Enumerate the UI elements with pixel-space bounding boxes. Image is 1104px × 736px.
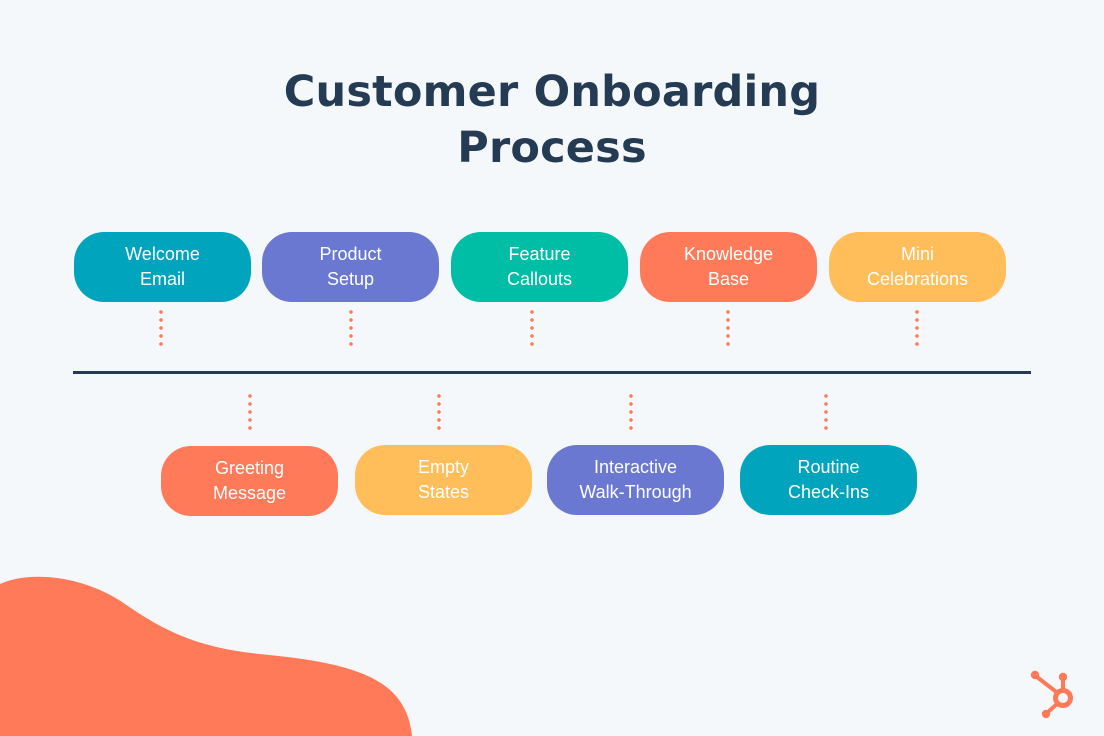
step-label-line1: Knowledge: [683, 244, 774, 264]
step-label-line2: Setup: [326, 269, 375, 289]
connector-dots: [629, 392, 633, 432]
title-line-1: Customer Onboarding: [283, 67, 821, 117]
connector-dots: [248, 392, 252, 432]
step-knowledge-base: Knowledge Base: [640, 232, 817, 302]
step-label-line1: Routine: [797, 457, 860, 477]
step-label-line1: Mini: [900, 244, 934, 264]
connector-dots: [437, 392, 441, 432]
step-greeting-message: Greeting Message: [161, 446, 338, 516]
connector-dots: [915, 308, 919, 348]
step-label-line2: Celebrations: [866, 269, 969, 289]
step-label-line1: Feature: [508, 244, 571, 264]
connector-dots: [824, 392, 828, 432]
step-interactive-walk-through: Interactive Walk-Through: [547, 445, 724, 515]
step-product-setup: Product Setup: [262, 232, 439, 302]
step-routine-check-ins: Routine Check-Ins: [740, 445, 917, 515]
step-mini-celebrations: Mini Celebrations: [829, 232, 1006, 302]
step-label-line2: Base: [707, 269, 750, 289]
step-welcome-email: Welcome Email: [74, 232, 251, 302]
connector-dots: [726, 308, 730, 348]
step-label-line2: Message: [212, 483, 287, 503]
step-label-line1: Welcome: [125, 244, 200, 264]
step-feature-callouts: Feature Callouts: [451, 232, 628, 302]
step-label-line1: Empty: [417, 457, 469, 477]
step-label-line2: Callouts: [506, 269, 573, 289]
step-label-line1: Interactive: [593, 457, 678, 477]
timeline-line: [73, 371, 1031, 374]
step-label-line1: Product: [319, 244, 382, 264]
connector-dots: [530, 308, 534, 348]
step-empty-states: Empty States: [355, 445, 532, 515]
connector-dots: [159, 308, 163, 348]
step-label-line2: Check-Ins: [787, 482, 870, 502]
step-label-line2: Walk-Through: [579, 482, 692, 502]
step-label-line2: Email: [139, 269, 185, 289]
step-label-line2: States: [417, 482, 470, 502]
title-line-2: Process: [457, 123, 647, 173]
connector-dots: [349, 308, 353, 348]
step-label-line1: Greeting: [214, 458, 285, 478]
hubspot-sprocket-icon: [1030, 670, 1073, 719]
page-title: Customer Onboarding Process: [0, 64, 1104, 176]
decorative-blob: [0, 576, 412, 736]
